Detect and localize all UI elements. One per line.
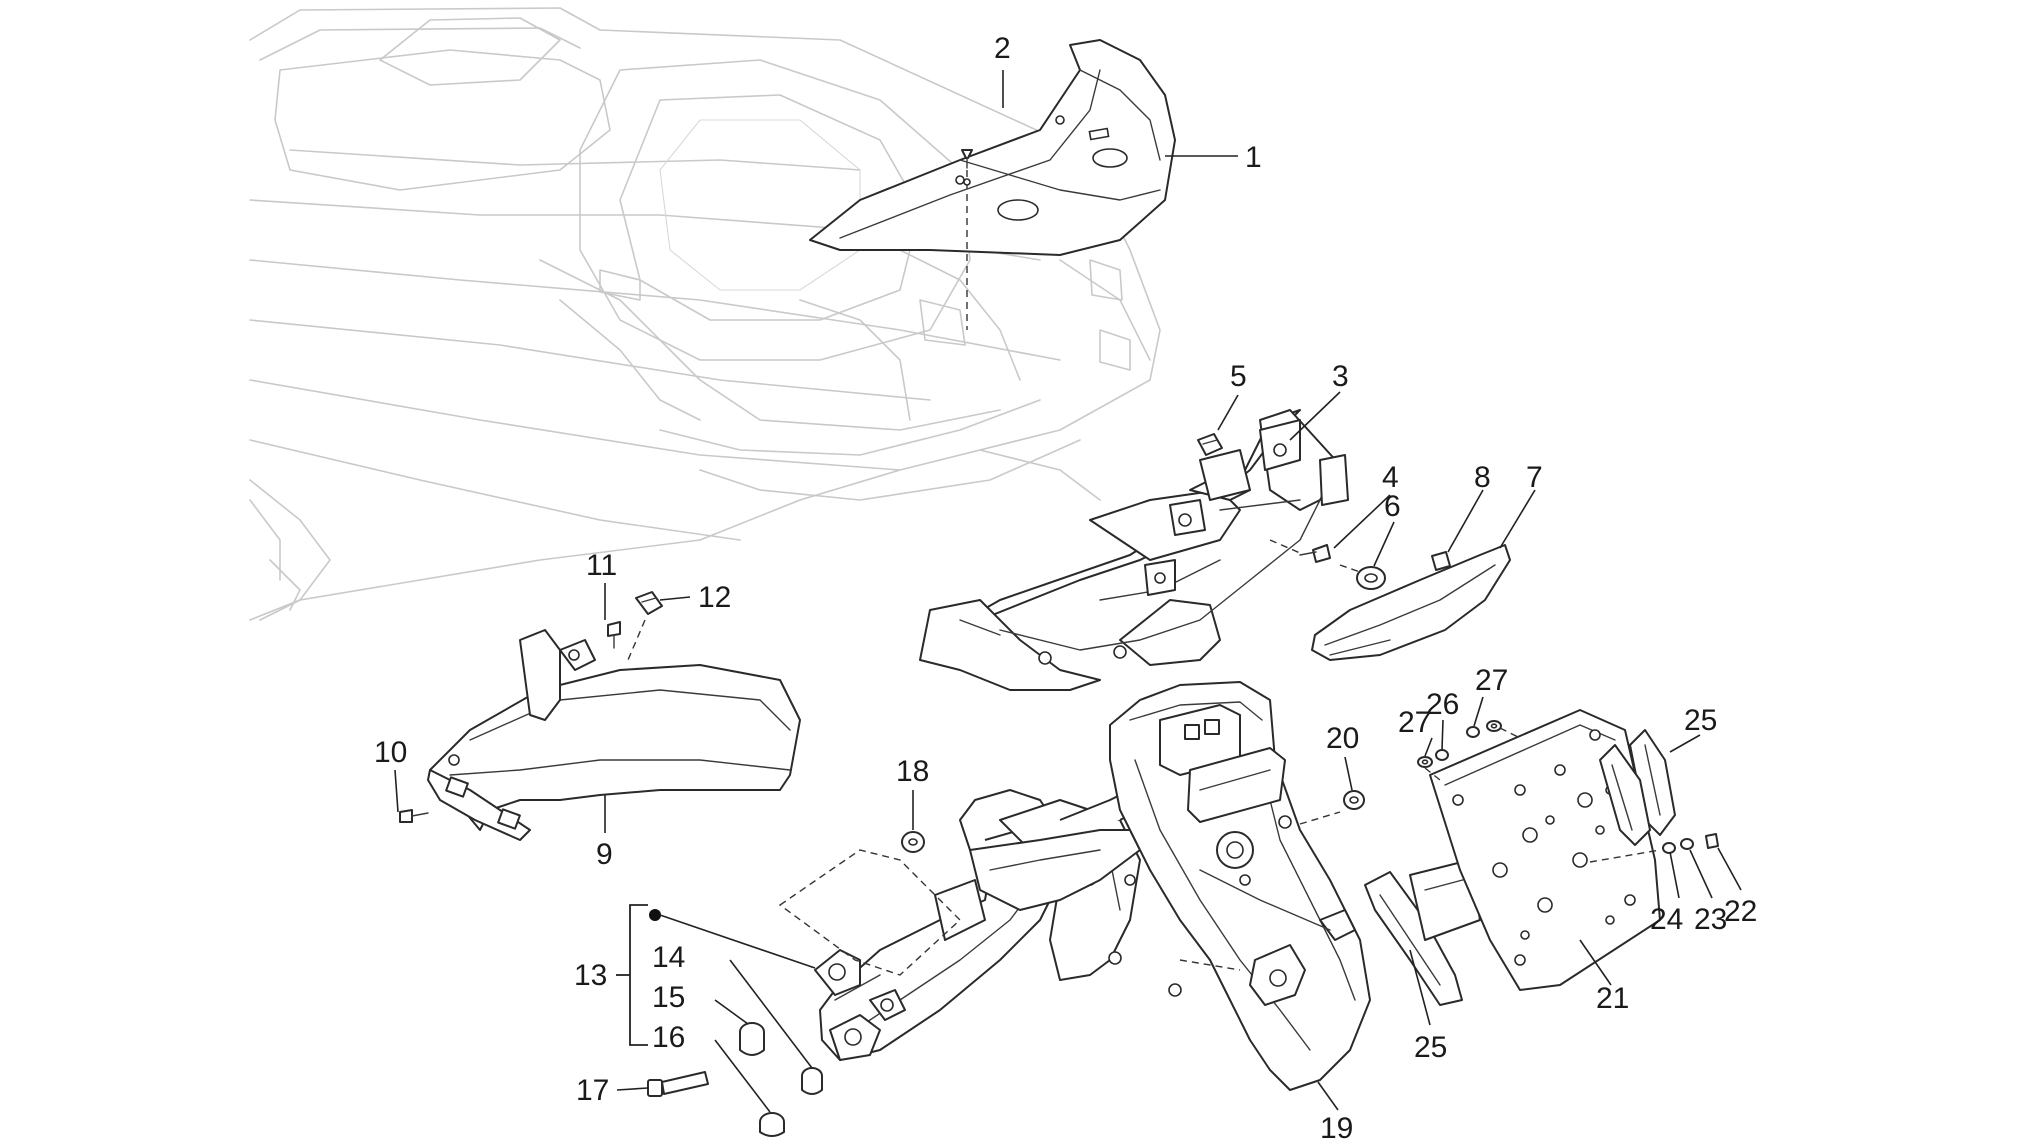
part-21-license-plate-holder bbox=[1429, 709, 1661, 991]
part-26-nut-upper bbox=[1466, 726, 1480, 738]
part-25-rubber-pad-lower bbox=[1364, 859, 1481, 1006]
callout-14: 14 bbox=[652, 941, 685, 974]
callout-20: 20 bbox=[1326, 722, 1359, 755]
callout-22: 22 bbox=[1724, 895, 1757, 928]
part-7-reflector bbox=[1311, 544, 1511, 661]
callout-11: 11 bbox=[586, 549, 617, 582]
callout-15: 15 bbox=[652, 981, 685, 1014]
part-11-screw bbox=[607, 621, 621, 649]
callout-9: 9 bbox=[596, 838, 613, 871]
part-3-rear-bracket bbox=[919, 409, 1349, 691]
callout-8: 8 bbox=[1474, 461, 1491, 494]
part-1-rear-cover bbox=[809, 39, 1176, 256]
callout-6: 6 bbox=[1384, 490, 1401, 523]
leader-lines bbox=[394, 70, 1742, 1113]
part-19-rear-mudguard bbox=[1109, 681, 1371, 1091]
part-26-nut bbox=[1435, 749, 1449, 761]
part-20-nut bbox=[1343, 790, 1365, 810]
callout-1: 1 bbox=[1245, 141, 1262, 174]
callout-23: 23 bbox=[1694, 903, 1727, 936]
callout-19: 19 bbox=[1320, 1112, 1353, 1140]
washer-assembly-line bbox=[1424, 727, 1521, 781]
part-17-bolt bbox=[647, 1071, 709, 1097]
callout-18: 18 bbox=[896, 755, 929, 788]
part-4-screw bbox=[1269, 539, 1331, 563]
part-10-screw bbox=[399, 809, 429, 823]
part-2-screw bbox=[961, 149, 973, 330]
callout-25-lower: 25 bbox=[1414, 1031, 1447, 1064]
callout-26: 26 bbox=[1426, 688, 1459, 721]
callout-27-left: 27 bbox=[1398, 706, 1431, 739]
callout-27-right: 27 bbox=[1475, 664, 1508, 697]
callout-21: 21 bbox=[1596, 982, 1629, 1015]
callout-10: 10 bbox=[374, 736, 407, 769]
part-6-grommet bbox=[1339, 564, 1386, 590]
callout-4: 4 bbox=[1382, 461, 1399, 494]
callout-7: 7 bbox=[1526, 461, 1543, 494]
part-5-clip-nut bbox=[1197, 433, 1223, 456]
callout-5: 5 bbox=[1230, 360, 1247, 393]
part-9-hugger bbox=[427, 629, 801, 841]
callout-25-upper: 25 bbox=[1684, 704, 1717, 737]
part-12-clip bbox=[627, 591, 663, 661]
callout-2: 2 bbox=[994, 32, 1011, 65]
part-22-screw bbox=[1705, 833, 1719, 849]
callout-17: 17 bbox=[576, 1074, 609, 1107]
callout-16: 16 bbox=[652, 1021, 685, 1054]
part-14-spacer bbox=[801, 1067, 823, 1095]
part-23-nut bbox=[1680, 838, 1694, 850]
scooter-body-outline bbox=[249, 7, 1161, 621]
part-27-washer-left bbox=[1417, 756, 1433, 768]
part-16-bushing bbox=[759, 1112, 785, 1137]
callout-12: 12 bbox=[698, 581, 731, 614]
callout-24: 24 bbox=[1650, 903, 1683, 936]
part-24-washer bbox=[1662, 842, 1676, 854]
part-15-spacer bbox=[739, 1022, 765, 1056]
part-13-fender-support bbox=[814, 789, 1182, 1061]
part-25-rubber-pad-upper bbox=[1599, 729, 1676, 846]
part-27-washer-right bbox=[1486, 720, 1502, 732]
part-8-clip bbox=[1431, 551, 1451, 571]
part-18-nut bbox=[778, 831, 962, 976]
callout-13: 13 bbox=[574, 959, 607, 992]
callout-3: 3 bbox=[1332, 360, 1349, 393]
